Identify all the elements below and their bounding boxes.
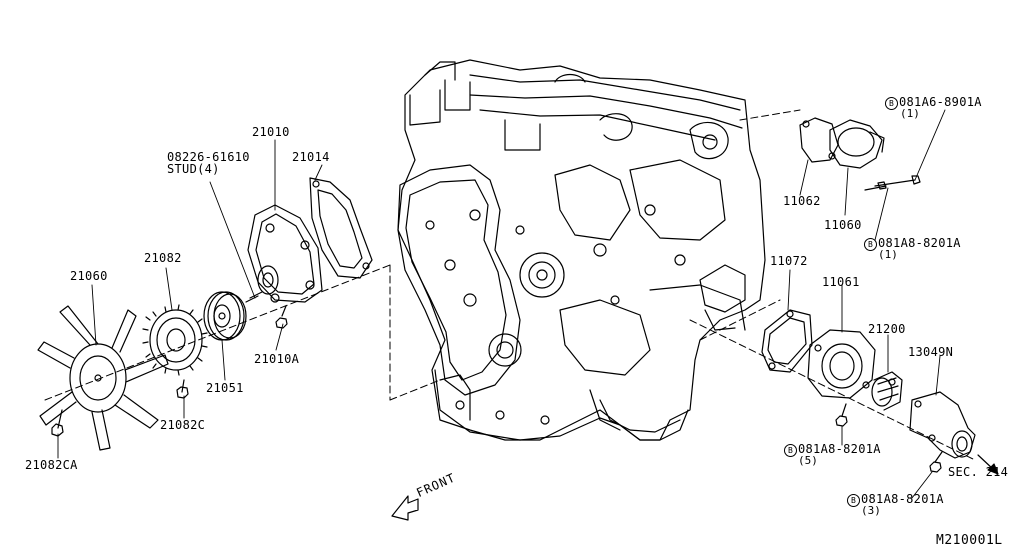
label-stud-part-number: 08226-61610 [167, 150, 250, 164]
label-21051: 21051 [206, 381, 244, 395]
label-sec-214: SEC. 214 [948, 465, 1009, 479]
dashed-leader-lines [44, 109, 976, 461]
label-21082: 21082 [144, 251, 182, 265]
bolt-qty-2: (1) [878, 248, 898, 261]
bolt-symbol-icon: B [885, 97, 898, 110]
bolt-qty-1: (1) [900, 107, 920, 120]
label-21014: 21014 [292, 150, 330, 164]
bolt-qty-3: (5) [798, 454, 818, 467]
label-13049n: 13049N [908, 345, 954, 359]
front-arrow-icon [391, 495, 419, 521]
label-11060: 11060 [824, 218, 862, 232]
bolt-symbol-icon: B [784, 444, 797, 457]
label-21010: 21010 [252, 125, 290, 139]
label-11072: 11072 [770, 254, 808, 268]
label-21200: 21200 [868, 322, 906, 336]
water-inlet [909, 391, 976, 473]
label-stud-qty: STUD(4) [167, 162, 220, 176]
label-21010a: 21010A [254, 352, 300, 366]
label-21060: 21060 [70, 269, 108, 283]
water-outlet-upper [799, 117, 921, 191]
bolt-symbol-icon: B [864, 238, 877, 251]
water-pump [245, 204, 323, 303]
label-21082c: 21082C [160, 418, 206, 432]
water-pump-pulley [203, 291, 247, 341]
cooling-fan [37, 305, 169, 451]
sec-214-arrow [977, 454, 999, 475]
bolt-symbol-icon: B [847, 494, 860, 507]
label-leaders [57, 109, 946, 499]
label-11061: 11061 [822, 275, 860, 289]
thermostat-housing [807, 329, 876, 427]
water-pump-gasket [309, 177, 373, 279]
label-11062: 11062 [783, 194, 821, 208]
label-21082ca: 21082CA [25, 458, 78, 472]
water-inlet-gasket [761, 309, 813, 373]
diagram-code: M210001L [936, 533, 1003, 548]
bolt-qty-4: (3) [861, 504, 881, 517]
fan-clutch [142, 304, 208, 399]
pump-bolt [275, 305, 288, 329]
engine-block [397, 59, 766, 441]
thermostat [871, 371, 903, 411]
